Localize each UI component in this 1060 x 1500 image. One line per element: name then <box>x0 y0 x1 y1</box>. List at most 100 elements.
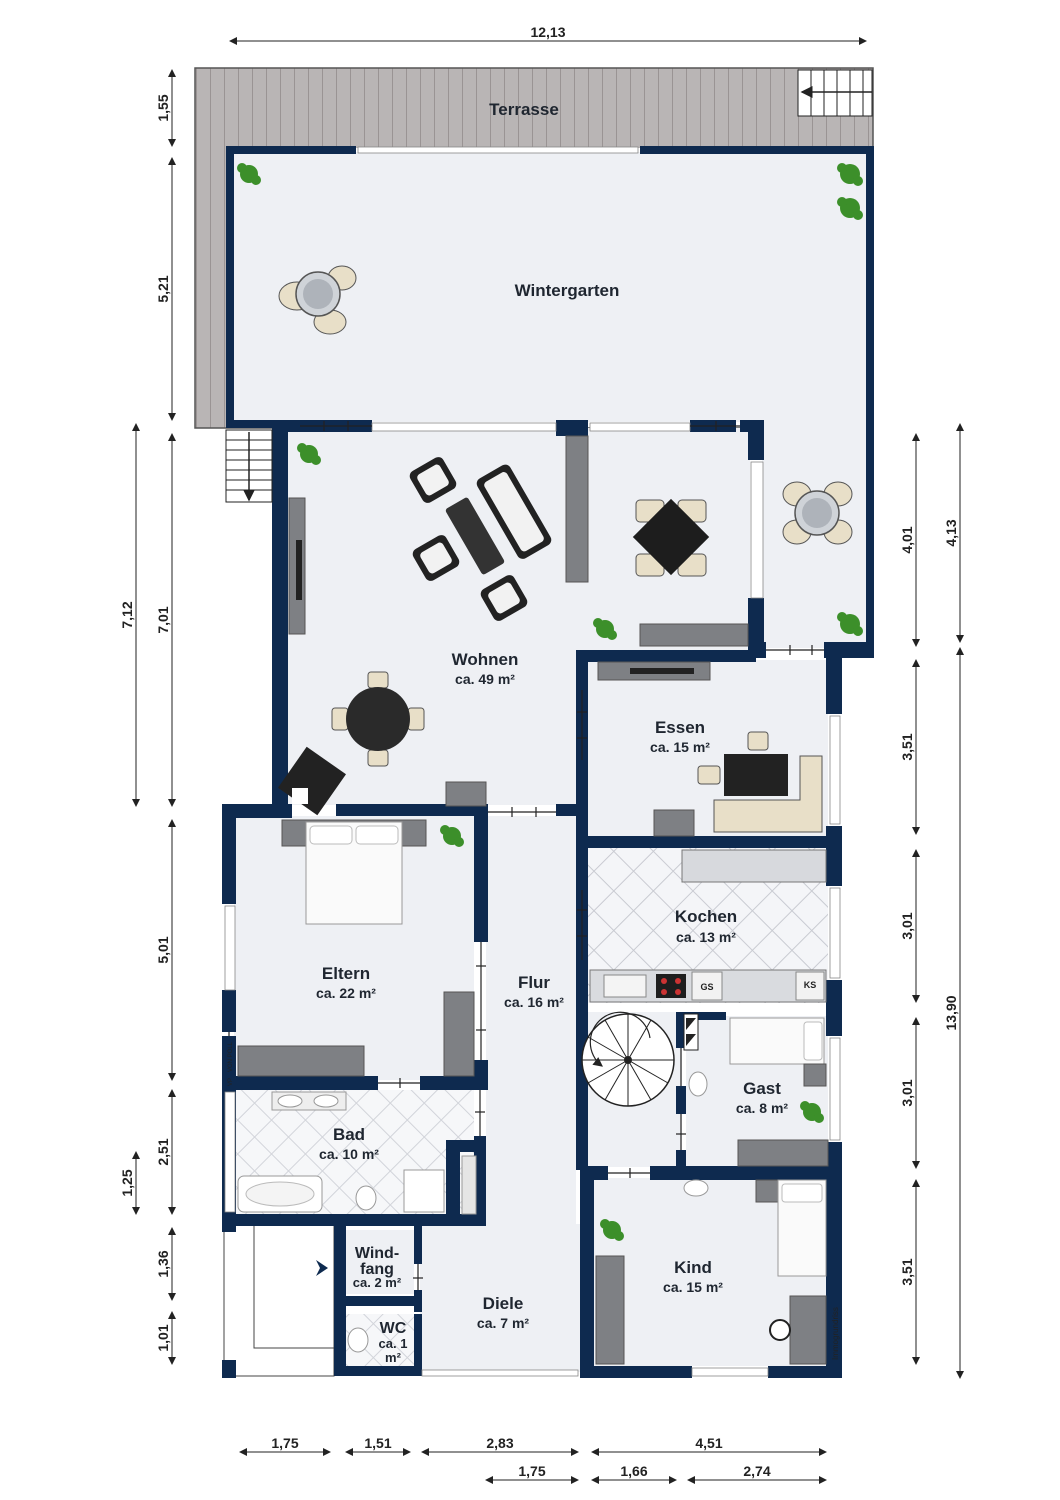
dimension-labels: 12,13 1,55 5,21 7,01 5,01 2,51 1,36 1,01… <box>119 24 959 1479</box>
room-name-wc: WC <box>380 1320 407 1337</box>
round-table-left <box>278 265 357 335</box>
room-name-bad: Bad <box>333 1125 365 1144</box>
single-bed-gast <box>729 1017 827 1087</box>
room-name-wohnen: Wohnen <box>452 650 519 669</box>
room-name-kind: Kind <box>674 1258 712 1277</box>
room-name-essen: Essen <box>655 718 705 737</box>
room-area-wohnen: ca. 49 m² <box>455 671 515 687</box>
dining-table-square <box>632 498 710 577</box>
wardrobe-eltern <box>237 1045 365 1077</box>
windows <box>224 146 841 1377</box>
dim-left-3: 7,01 <box>155 606 171 633</box>
room-labels: Terrasse Wintergarten Wohnen ca. 49 m² E… <box>316 100 816 1365</box>
dim-right-4: 3,01 <box>899 1079 915 1106</box>
logo-mark: VP <box>228 1078 234 1086</box>
terrace-stairs <box>797 69 873 117</box>
toilet-wc <box>347 1327 369 1353</box>
plant-icon <box>800 1101 824 1123</box>
dim-left-5: 2,51 <box>155 1138 171 1165</box>
room-area-gast: ca. 8 m² <box>736 1100 788 1116</box>
room-divider-cabinet <box>565 435 589 583</box>
dim-right-1: 4,01 <box>899 526 915 553</box>
lounge-set <box>409 457 552 621</box>
dimension-lines <box>132 37 964 1484</box>
appliance-label-gs: GS <box>700 982 713 992</box>
room-area-windfang: ca. 2 m² <box>353 1275 402 1290</box>
stove <box>278 746 346 816</box>
dim-bottom-2: 1,51 <box>364 1435 391 1451</box>
watermark-text: Immogrundriss <box>831 1307 840 1360</box>
plant-icon <box>440 825 464 847</box>
room-area-flur: ca. 16 m² <box>504 994 564 1010</box>
dim-bottom-row2-3: 2,74 <box>743 1463 770 1479</box>
dim-left-7: 1,01 <box>155 1324 171 1351</box>
appliance-label-ks: KS <box>804 980 817 990</box>
room-name-gast: Gast <box>743 1079 781 1098</box>
exterior-stairs <box>225 429 273 503</box>
spiral-stair <box>581 1011 675 1107</box>
room-name-eltern: Eltern <box>322 964 370 983</box>
room-area-eltern: ca. 22 m² <box>316 985 376 1001</box>
von-poll-logo: VON POLL VP <box>222 1036 236 1088</box>
dim-right-2: 3,51 <box>899 733 915 760</box>
room-name-windfang-line2: fang <box>360 1261 394 1278</box>
dim-right-3: 3,01 <box>899 912 915 939</box>
kitchen-counters <box>589 849 827 1003</box>
plant-icon <box>837 197 863 220</box>
tv-unit <box>288 497 306 635</box>
double-bed <box>281 819 427 925</box>
dim-bottom-3: 2,83 <box>486 1435 513 1451</box>
room-name-wintergarten: Wintergarten <box>515 281 620 300</box>
plant-icon <box>237 163 261 185</box>
entrance-arrow-icon <box>316 1260 328 1276</box>
sink-kind <box>683 1179 709 1197</box>
bathroom-fixtures <box>237 1091 477 1215</box>
side-cabinet-wohnen <box>445 781 487 807</box>
desk-kind <box>769 1295 827 1365</box>
round-table-wohnen <box>331 671 425 767</box>
dim-right-outer-2: 13,90 <box>943 995 959 1030</box>
room-area-kochen: ca. 13 m² <box>676 929 736 945</box>
dim-left-6: 1,36 <box>155 1250 171 1277</box>
dim-bottom-row2-1: 1,75 <box>518 1463 545 1479</box>
wardrobe-kind <box>595 1255 625 1365</box>
dim-left-outer-1: 7,12 <box>119 601 135 628</box>
round-table-right <box>782 481 853 545</box>
room-area-wc-line2: m² <box>385 1350 402 1365</box>
plant-icon <box>297 443 321 465</box>
single-bed-kind <box>755 1179 827 1277</box>
logo-text: VON POLL <box>228 1041 234 1072</box>
sink-gast <box>688 1071 708 1097</box>
stair-block <box>683 1013 699 1051</box>
dim-left-2: 5,21 <box>155 275 171 302</box>
dresser-eltern <box>443 991 475 1077</box>
room-area-wc-line1: ca. 1 <box>379 1336 408 1351</box>
dim-bottom-row2-2: 1,66 <box>620 1463 647 1479</box>
room-area-kind: ca. 15 m² <box>663 1279 723 1295</box>
wardrobe-gast <box>737 1139 829 1167</box>
dim-bottom-4: 4,51 <box>695 1435 722 1451</box>
terrasse-area <box>194 67 874 429</box>
plant-icons <box>237 163 863 1241</box>
plant-icon <box>837 163 863 186</box>
dim-left-outer-2: 1,25 <box>119 1169 135 1196</box>
room-name-diele: Diele <box>483 1294 524 1313</box>
essen-furniture <box>597 661 823 837</box>
dim-left-4: 5,01 <box>155 936 171 963</box>
room-name-kochen: Kochen <box>675 907 737 926</box>
dim-right-outer-1: 4,13 <box>943 519 959 546</box>
room-name-flur: Flur <box>518 973 550 992</box>
room-area-bad: ca. 10 m² <box>319 1146 379 1162</box>
dim-right-5: 3,51 <box>899 1258 915 1285</box>
room-area-essen: ca. 15 m² <box>650 739 710 755</box>
room-name-windfang-line1: Wind- <box>355 1245 399 1262</box>
sideboard <box>639 623 749 647</box>
room-area-diele: ca. 7 m² <box>477 1315 529 1331</box>
dim-bottom-1: 1,75 <box>271 1435 298 1451</box>
dim-top-width: 12,13 <box>530 24 565 40</box>
room-name-terrasse: Terrasse <box>489 100 559 119</box>
plant-icon <box>837 612 863 636</box>
dim-left-1: 1,55 <box>155 94 171 121</box>
plant-icon <box>600 1219 624 1241</box>
